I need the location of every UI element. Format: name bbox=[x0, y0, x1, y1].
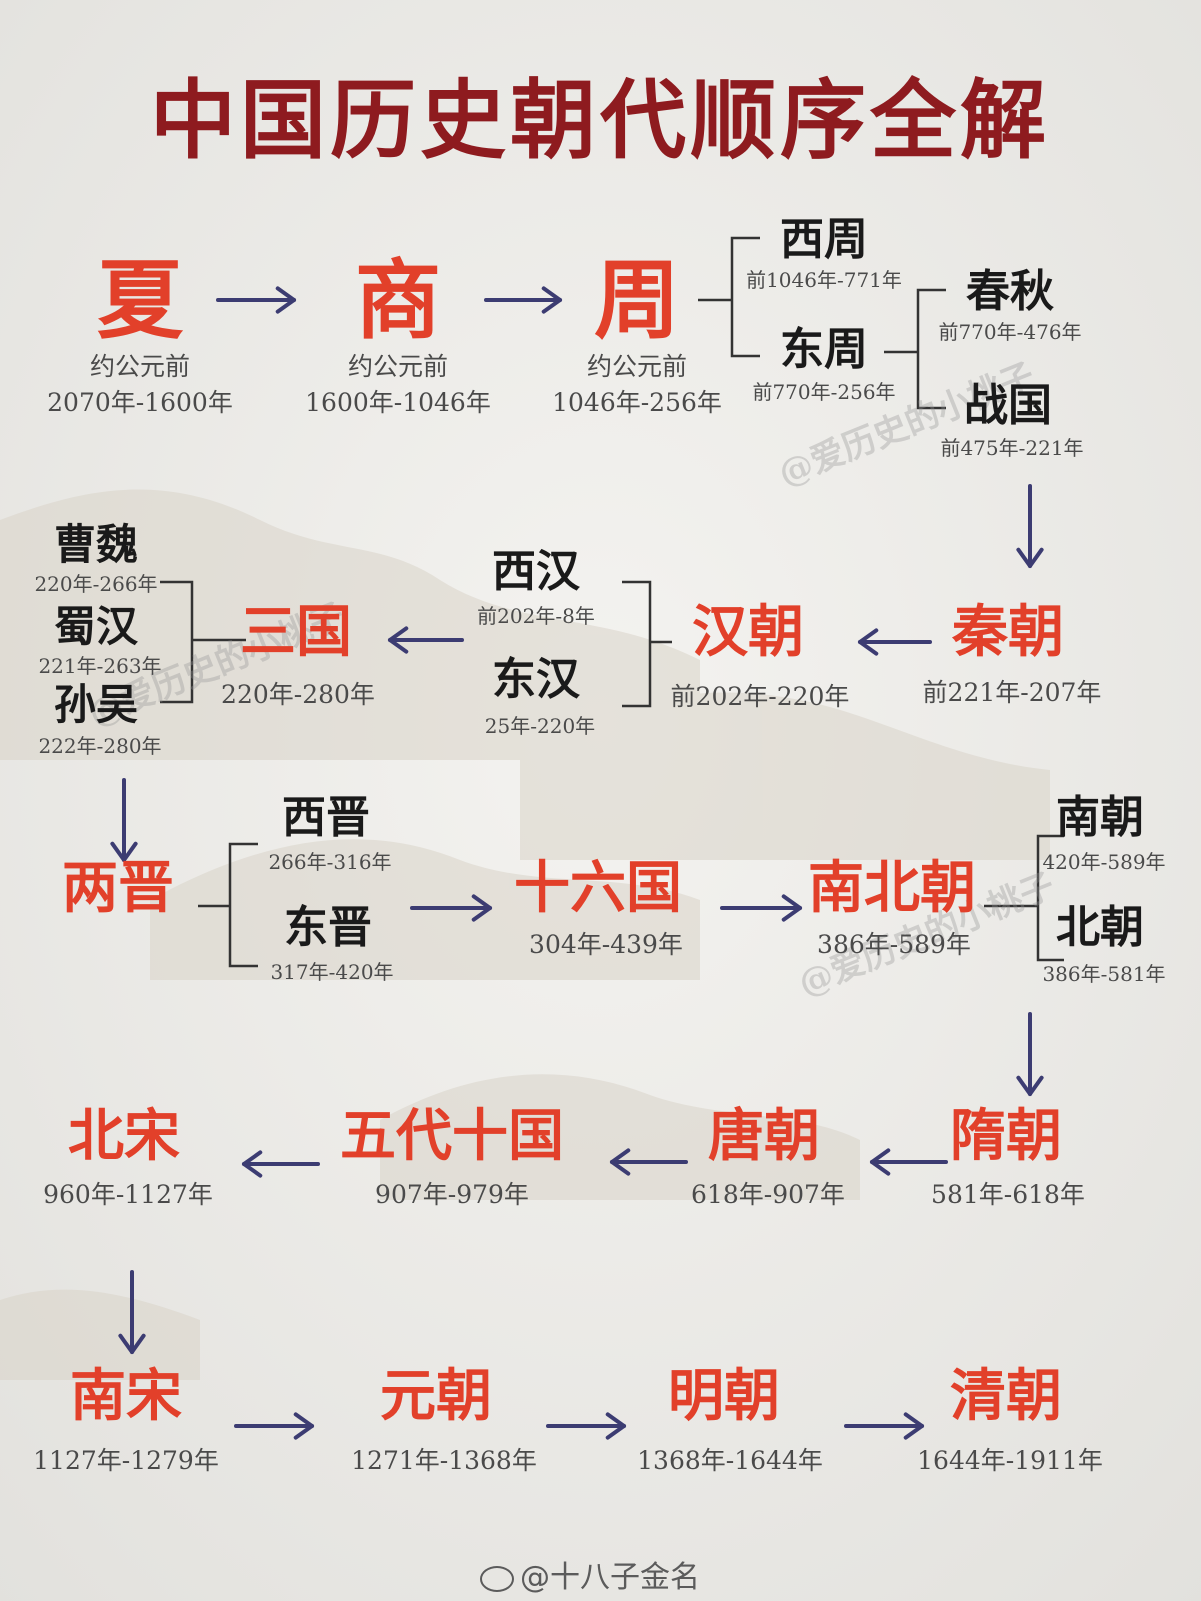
arrow-sui-tang bbox=[870, 1148, 948, 1176]
arrow-ming-qing bbox=[844, 1412, 924, 1440]
dynasty-sunwu-dates: 222年-280年 bbox=[38, 734, 162, 758]
dynasty-shang: 商 bbox=[355, 250, 441, 351]
bracket-east-zhou bbox=[884, 288, 946, 410]
dynasty-qin: 秦朝 bbox=[952, 599, 1064, 665]
dynasty-sui: 隋朝 bbox=[950, 1103, 1062, 1169]
dynasty-west-jin-dates: 266年-316年 bbox=[268, 850, 392, 874]
dynasty-beisong-dates: 960年-1127年 bbox=[43, 1180, 213, 1209]
dynasty-nansong-dates: 1127年-1279年 bbox=[33, 1446, 219, 1475]
ink-mountains bbox=[0, 489, 1050, 1380]
dynasty-xia: 夏 bbox=[97, 250, 183, 351]
dynasty-east-han: 东汉 bbox=[492, 654, 580, 705]
author-credit: @十八子金名 bbox=[480, 1552, 700, 1596]
dynasty-shuhan-dates: 221年-263年 bbox=[38, 654, 162, 678]
dynasty-zhanguo-dates: 前475年-221年 bbox=[940, 436, 1084, 460]
dynasty-west-han-dates: 前202年-8年 bbox=[477, 604, 595, 628]
dynasty-wudai-dates: 907年-979年 bbox=[375, 1180, 529, 1209]
dynasty-east-han-dates: 25年-220年 bbox=[484, 714, 596, 738]
dynasty-nanbeichao: 南北朝 bbox=[808, 855, 976, 921]
arrow-group bbox=[110, 286, 1044, 1440]
bracket-group bbox=[160, 236, 1064, 968]
dynasty-xia-dates: 2070年-1600年 bbox=[47, 388, 233, 417]
bracket-liangjin bbox=[198, 842, 258, 968]
weibo-icon bbox=[480, 1565, 514, 1592]
dynasty-qing-dates: 1644年-1911年 bbox=[917, 1446, 1103, 1475]
dynasty-ming-dates: 1368年-1644年 bbox=[637, 1446, 823, 1475]
dynasty-beisong: 北宋 bbox=[68, 1103, 180, 1169]
dynasty-ming: 明朝 bbox=[668, 1363, 780, 1429]
bracket-nanbeichao bbox=[984, 834, 1064, 962]
dynasty-sanguo: 三国 bbox=[240, 599, 352, 665]
dynasty-shang-dates: 1600年-1046年 bbox=[305, 388, 491, 417]
arrow-xia-shang bbox=[216, 286, 296, 314]
page-title: 中国历史朝代顺序全解 bbox=[150, 70, 1050, 171]
dynasty-nanbeichao-dates: 386年-589年 bbox=[817, 930, 971, 959]
arrow-han-sanguo bbox=[388, 626, 464, 654]
dynasty-shuhan: 蜀汉 bbox=[53, 602, 139, 651]
arrow-qin-han bbox=[858, 628, 932, 656]
dynasty-east-jin: 东晋 bbox=[284, 902, 372, 953]
dynasty-nansong: 南宋 bbox=[70, 1363, 182, 1429]
arrow-wudai-beisong bbox=[242, 1150, 320, 1178]
dynasty-east-zhou-dates: 前770年-256年 bbox=[752, 380, 896, 404]
arrow-shiliuguo-nanbeichao bbox=[720, 894, 802, 922]
arrow-nansong-yuan bbox=[234, 1412, 314, 1440]
dynasty-sunwu: 孙吴 bbox=[53, 680, 139, 729]
arrow-tang-wudai bbox=[610, 1148, 688, 1176]
author-credit-text: @十八子金名 bbox=[520, 1560, 700, 1595]
dynasty-shang-note: 约公元前 bbox=[347, 352, 449, 381]
dynasty-beichao: 北朝 bbox=[1056, 902, 1144, 953]
bracket-zhou bbox=[698, 236, 760, 358]
dynasty-sui-dates: 581年-618年 bbox=[931, 1180, 1085, 1209]
dynasty-caowei-dates: 220年-266年 bbox=[34, 572, 158, 596]
arrow-yuan-ming bbox=[546, 1412, 626, 1440]
dynasty-zhou-dates: 1046年-256年 bbox=[552, 388, 722, 417]
dynasty-west-zhou: 西周 bbox=[780, 214, 868, 265]
dynasty-west-han: 西汉 bbox=[492, 546, 580, 597]
dynasty-chunqiu-dates: 前770年-476年 bbox=[938, 320, 1082, 344]
arrow-liangjin-shiliuguo bbox=[410, 894, 492, 922]
dynasty-west-jin: 西晋 bbox=[282, 792, 370, 843]
dynasty-zhanguo: 战国 bbox=[964, 380, 1052, 431]
dynasty-east-zhou: 东周 bbox=[780, 324, 868, 375]
dynasty-yuan-dates: 1271年-1368年 bbox=[351, 1446, 537, 1475]
dynasty-qing: 清朝 bbox=[950, 1363, 1062, 1429]
dynasty-beichao-dates: 386年-581年 bbox=[1042, 962, 1166, 986]
arrow-beichao-sui bbox=[1016, 1012, 1044, 1096]
arrow-zhanguo-qin bbox=[1016, 484, 1044, 568]
dynasty-han-dates: 前202年-220年 bbox=[670, 682, 850, 711]
dynasty-han: 汉朝 bbox=[692, 599, 804, 665]
arrow-beisong-nansong bbox=[118, 1270, 146, 1354]
dynasty-tang: 唐朝 bbox=[708, 1103, 820, 1169]
dynasty-chunqiu: 春秋 bbox=[966, 266, 1054, 317]
dynasty-sanguo-dates: 220年-280年 bbox=[221, 680, 375, 709]
dynasty-xia-note: 约公元前 bbox=[89, 352, 191, 381]
arrow-shang-zhou bbox=[484, 286, 562, 314]
dynasty-yuan: 元朝 bbox=[380, 1363, 492, 1429]
dynasty-liangjin: 两晋 bbox=[62, 855, 174, 921]
arrow-sunwu-liangjin bbox=[110, 778, 138, 862]
dynasty-caowei: 曹魏 bbox=[53, 520, 139, 569]
bracket-han bbox=[622, 580, 672, 708]
dynasty-wudai: 五代十国 bbox=[340, 1103, 564, 1169]
dynasty-west-zhou-dates: 前1046年-771年 bbox=[746, 268, 902, 292]
dynasty-zhou-note: 约公元前 bbox=[586, 352, 688, 381]
dynasty-nanchao-dates: 420年-589年 bbox=[1042, 850, 1166, 874]
dynasty-east-jin-dates: 317年-420年 bbox=[270, 960, 394, 984]
dynasty-tang-dates: 618年-907年 bbox=[691, 1180, 845, 1209]
dynasty-zhou: 周 bbox=[594, 250, 680, 351]
dynasty-qin-dates: 前221年-207年 bbox=[922, 678, 1102, 707]
dynasty-shiliuguo-dates: 304年-439年 bbox=[529, 930, 683, 959]
dynasty-nanchao: 南朝 bbox=[1056, 792, 1144, 843]
dynasty-shiliuguo: 十六国 bbox=[514, 855, 682, 921]
bracket-sanguo bbox=[160, 580, 246, 704]
